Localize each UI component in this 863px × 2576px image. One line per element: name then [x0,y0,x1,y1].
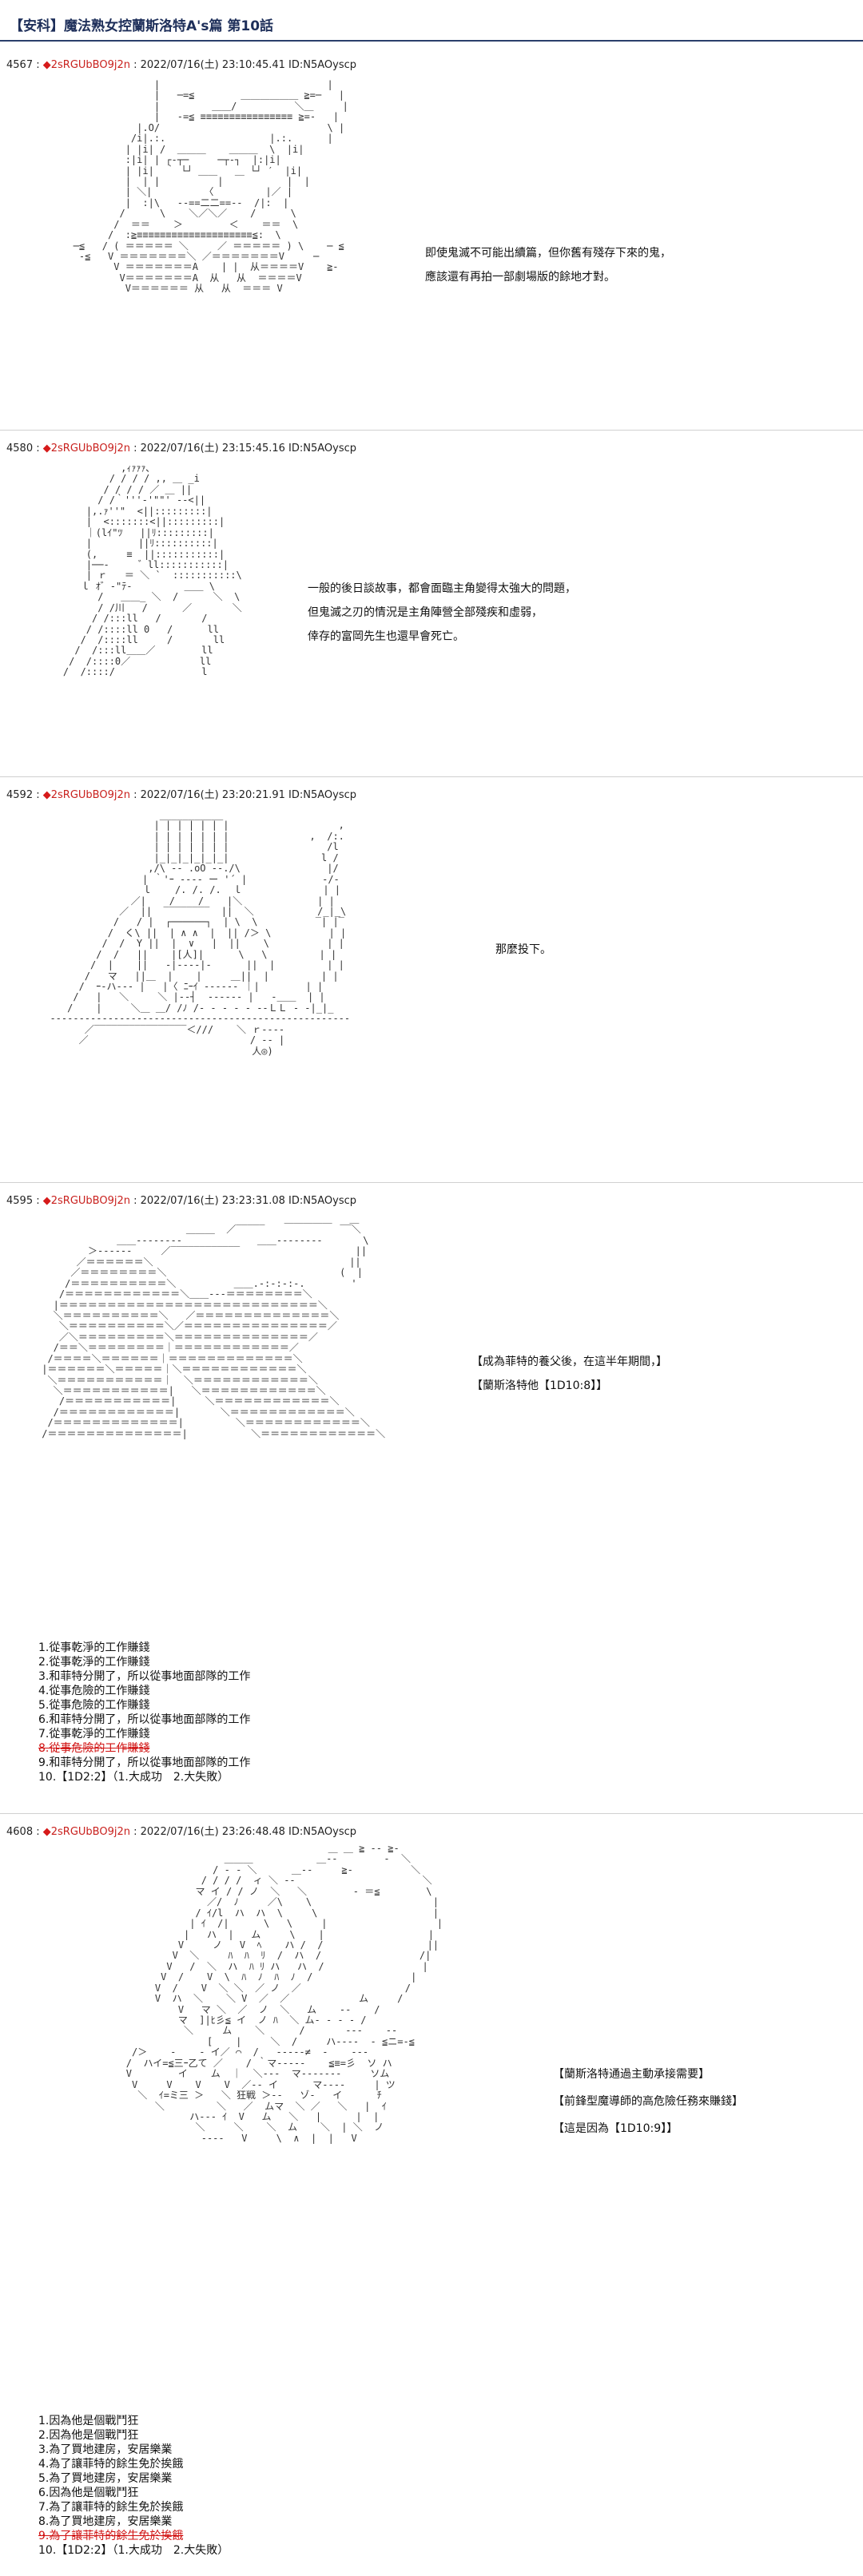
post-number: 4595 [6,1195,34,1207]
text-line: 即使鬼滅不可能出續篇，但你舊有殘存下來的鬼， [425,247,671,260]
text-line: 一般的後日談故事，都會面臨主角變得太強大的問題， [308,582,576,595]
choice-item: 6.因為他是個戰鬥狂 [38,2487,139,2499]
text-line: 那麼投下。 [495,943,551,956]
choice-item: 2.從事乾淨的工作賺錢 [38,1656,150,1669]
text-line: 【這是因為【1D10:9】】 [553,2122,678,2135]
trip-diamond-icon: ◆ [42,1826,51,1838]
post-header: 4595 : ◆2sRGUbBO9j2n : 2022/07/16(土) 23:… [6,1195,357,1207]
trip-diamond-icon: ◆ [42,1195,51,1207]
title-bar: 【安科】魔法熟女控蘭斯洛特A's篇 第10話 [0,0,863,42]
text-line: 【蘭斯洛特通過主動承接需要】 [553,2068,710,2081]
ascii-art-figure-with-candle: ___________ | | | | | | | , | | | | | | … [50,809,351,1057]
post-text: 【成為菲特的養父後，在這半年期間，】 【蘭斯洛特他【1D10:8】】 [471,1350,667,1398]
choice-item: 5.從事危險的工作賺錢 [38,1699,150,1712]
text-line: 但鬼滅之刃的情況是主角陣營全部殘疾和虛弱， [308,606,543,619]
poster-name[interactable]: 2sRGUbBO9j2n [50,1195,130,1207]
choice-item: 10.【1D2:2】（1.大成功 2.大失敗） [38,2544,229,2557]
choice-item: 8.為了買地建房，安居樂業 [38,2515,173,2528]
poster-id: ID:N5AOyscp [288,1195,357,1207]
post-number: 4592 [6,789,34,801]
poster-name[interactable]: 2sRGUbBO9j2n [50,443,130,454]
post-header: 4592 : ◆2sRGUbBO9j2n : 2022/07/16(土) 23:… [6,789,357,801]
trip-diamond-icon: ◆ [42,59,51,71]
post-datetime: 2022/07/16(土) 23:26:48.48 [140,1826,285,1838]
post-text: 那麼投下。 [495,938,551,962]
post-divider [0,1182,863,1183]
ascii-art-hatted-figure: ＿＿＿＿＿ ＿ ＿＿＿ ／‾‾‾‾‾ ‾‾＼ ＿＿‐‐‐‐‐‐‐‐ ＿＿‐‐‐‐… [42,1213,386,1439]
post-text: 即使鬼滅不可能出續篇，但你舊有殘存下來的鬼， 應該還有再拍一部劇場版的餘地才對。 [425,241,671,289]
post-divider [0,1813,863,1814]
ascii-art-witch: ＿ ＿ ≧ ‐‐ ≧‐ ＿＿＿ ＿‐‐ ‐ ＼ / ‐ ‐ ＼ ＿‐‐ ≧‐ ＼… [125,1843,443,2144]
choice-item: 1.因為他是個戰鬥狂 [38,2415,139,2427]
post-header: 4567 : ◆2sRGUbBO9j2n : 2022/07/16(土) 23:… [6,59,357,71]
poster-name[interactable]: 2sRGUbBO9j2n [50,789,130,801]
choice-item-selected: 8.從事危險的工作賺錢 [38,1742,150,1755]
trip-diamond-icon: ◆ [42,789,51,801]
poster-id: ID:N5AOyscp [288,443,357,454]
choice-item: 1.從事乾淨的工作賺錢 [38,1641,150,1654]
poster-name[interactable]: 2sRGUbBO9j2n [50,59,130,71]
post-datetime: 2022/07/16(土) 23:20:21.91 [140,789,285,801]
poster-name[interactable]: 2sRGUbBO9j2n [50,1826,130,1838]
choice-item: 2.因為他是個戰鬥狂 [38,2429,139,2442]
text-line: 【成為菲特的養父後，在這半年期間，】 [471,1355,667,1368]
post-datetime: 2022/07/16(土) 23:15:45.16 [140,443,285,454]
choice-item: 7.從事乾淨的工作賺錢 [38,1728,150,1740]
poster-id: ID:N5AOyscp [288,59,357,71]
choice-item: 6.和菲特分開了，所以從事地面部隊的工作 [38,1713,251,1726]
choice-item: 3.為了買地建房，安居樂業 [38,2443,173,2456]
choice-item: 3.和菲特分開了，所以從事地面部隊的工作 [38,1670,251,1683]
post-number: 4580 [6,443,34,454]
choice-item: 10.【1D2:2】（1.大成功 2.大失敗） [38,1771,229,1784]
choice-list: 1.因為他是個戰鬥狂 2.因為他是個戰鬥狂 3.為了買地建房，安居樂業 4.為了… [38,2414,229,2558]
choice-item-selected: 9.為了讓菲特的餘生免於挨餓 [38,2530,184,2542]
post-text: 一般的後日談故事，都會面臨主角變得太強大的問題， 但鬼滅之刃的情況是主角陣營全部… [308,577,576,649]
post-datetime: 2022/07/16(土) 23:10:45.41 [140,59,285,71]
choice-item: 9.和菲特分開了，所以從事地面部隊的工作 [38,1756,251,1769]
trip-diamond-icon: ◆ [42,443,51,454]
post-header: 4580 : ◆2sRGUbBO9j2n : 2022/07/16(土) 23:… [6,443,357,454]
post-number: 4567 [6,59,34,71]
post-header: 4608 : ◆2sRGUbBO9j2n : 2022/07/16(土) 23:… [6,1826,357,1838]
post-number: 4608 [6,1826,34,1838]
post-text: 【蘭斯洛特通過主動承接需要】 【前鋒型魔導師的高危險任務來賺錢】 【這是因為【1… [553,2061,743,2142]
ascii-art-man: ,ｨｧｧｧ､ / / / / ,, ＿ _i / / / / ／ ＿ || / … [62,462,242,678]
poster-id: ID:N5AOyscp [288,1826,357,1838]
choice-item: 7.為了讓菲特的餘生免於挨餓 [38,2501,184,2514]
text-line: 應該還有再拍一部劇場版的餘地才對。 [425,271,615,284]
ascii-art-demon: | | | ─=≦ ＿＿＿＿＿＿ ≧=─ | | ＿＿/ ＼＿ | | ‐=≦ … [73,79,348,295]
choice-item: 4.為了讓菲特的餘生免於挨餓 [38,2458,184,2471]
choice-list: 1.從事乾淨的工作賺錢 2.從事乾淨的工作賺錢 3.和菲特分開了，所以從事地面部… [38,1641,250,1784]
post-divider [0,430,863,431]
text-line: 倖存的富岡先生也還早會死亡。 [308,630,464,643]
text-line: 【蘭斯洛特他【1D10:8】】 [471,1379,608,1392]
page-title: 【安科】魔法熟女控蘭斯洛特A's篇 第10話 [10,18,274,34]
post-divider [0,776,863,777]
post-datetime: 2022/07/16(土) 23:23:31.08 [140,1195,285,1207]
choice-item: 4.從事危險的工作賺錢 [38,1685,150,1697]
poster-id: ID:N5AOyscp [288,789,357,801]
choice-item: 5.為了買地建房，安居樂業 [38,2472,173,2485]
text-line: 【前鋒型魔導師的高危險任務來賺錢】 [553,2095,743,2108]
